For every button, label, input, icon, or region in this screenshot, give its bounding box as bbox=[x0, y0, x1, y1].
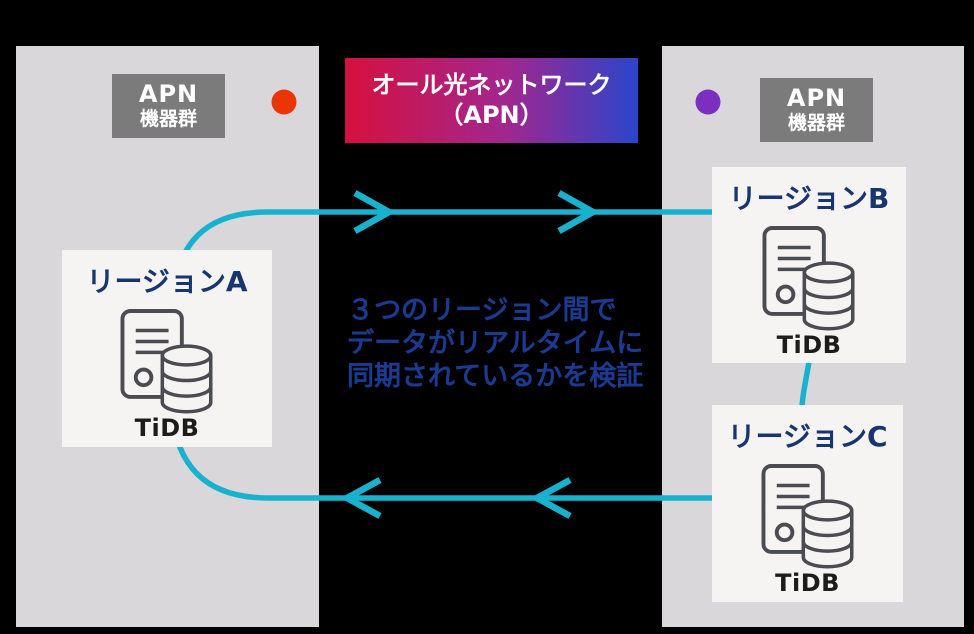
caption-line1: ３つのリージョン間で bbox=[347, 295, 617, 326]
region-c-card: リージョンC TiDB bbox=[712, 405, 903, 602]
server-database-icon bbox=[120, 309, 213, 414]
arrowhead-left-2 bbox=[530, 477, 572, 519]
apn-left-label-line1: APN bbox=[138, 80, 199, 109]
apn-banner-line1: オール光ネットワーク bbox=[371, 70, 612, 99]
apn-right-label-line2: 機器群 bbox=[787, 111, 845, 134]
left-connector-dot bbox=[271, 89, 297, 115]
region-b-db-label: TiDB bbox=[776, 331, 842, 359]
region-c-title: リージョンC bbox=[727, 420, 888, 453]
arrowhead-left-1 bbox=[340, 477, 382, 519]
region-a-title: リージョンA bbox=[86, 265, 248, 298]
sync-path-b-to-c bbox=[799, 361, 812, 407]
arrowhead-right-2 bbox=[557, 190, 600, 234]
apn-equipment-right: APN 機器群 bbox=[760, 78, 873, 142]
apn-banner: オール光ネットワーク （APN） bbox=[345, 58, 638, 143]
region-a-card: リージョンA TiDB bbox=[62, 250, 272, 447]
region-b-card: リージョンB TiDB bbox=[712, 167, 906, 363]
apn-left-label-line2: 機器群 bbox=[139, 107, 197, 130]
region-b-title: リージョンB bbox=[728, 182, 890, 215]
apn-right-label-line1: APN bbox=[786, 84, 847, 113]
caption-line3: 同期されているかを検証 bbox=[347, 361, 644, 392]
right-connector-dot bbox=[695, 89, 721, 115]
region-a-db-label: TiDB bbox=[134, 414, 200, 442]
apn-banner-line2: （APN） bbox=[439, 100, 544, 129]
caption-line2: データがリアルタイムに bbox=[347, 328, 644, 359]
verification-caption: ３つのリージョン間で データがリアルタイムに 同期されているかを検証 bbox=[347, 294, 657, 393]
apn-equipment-left: APN 機器群 bbox=[112, 74, 225, 138]
server-database-icon bbox=[761, 464, 854, 569]
arrowhead-right-1 bbox=[353, 190, 396, 234]
region-c-db-label: TiDB bbox=[775, 569, 840, 597]
server-database-icon bbox=[762, 226, 855, 331]
